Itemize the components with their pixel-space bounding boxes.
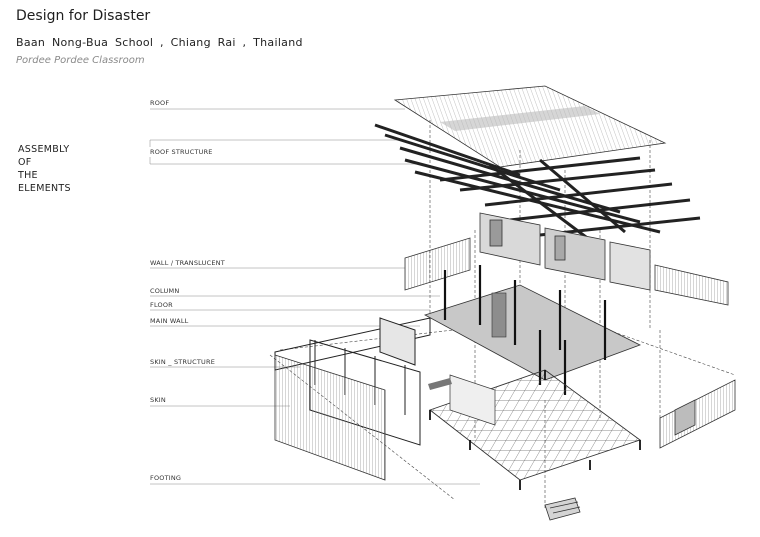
- leader-lines: [149, 108, 480, 485]
- assembly-line-3: THE: [18, 170, 38, 181]
- upper-wall-panels: [479, 212, 651, 291]
- skin-right: [659, 379, 736, 449]
- label-skin: SKIN: [150, 396, 166, 404]
- label-roof-structure: ROOF STRUCTURE: [150, 148, 213, 156]
- label-skin-structure: SKIN _ STRUCTURE: [150, 358, 216, 366]
- label-column: COLUMN: [150, 287, 180, 295]
- label-footing: FOOTING: [150, 474, 182, 482]
- label-floor: FLOOR: [150, 301, 173, 309]
- label-wall-translucent: WALL / TRANSLUCENT: [150, 259, 225, 267]
- roof-panel: [393, 85, 667, 168]
- label-main-wall: MAIN WALL: [150, 317, 189, 325]
- skin-left: [274, 354, 386, 481]
- translucent-walls: [404, 237, 729, 306]
- assembly-line-1: ASSEMBLY: [18, 144, 70, 155]
- project-name: Pordee Pordee Classroom: [16, 55, 145, 66]
- drawing-title: Design for Disaster: [16, 8, 151, 24]
- footing-steps: [544, 497, 581, 521]
- assembly-heading: ASSEMBLY OF THE ELEMENTS: [18, 143, 71, 195]
- floor-platform: [423, 265, 642, 395]
- assembly-line-4: ELEMENTS: [18, 183, 71, 194]
- location-subtitle: Baan Nong-Bua School , Chiang Rai , Thai…: [16, 36, 303, 49]
- label-roof: ROOF: [150, 99, 170, 107]
- ground-grid: [428, 369, 641, 490]
- assembly-line-2: OF: [18, 157, 32, 168]
